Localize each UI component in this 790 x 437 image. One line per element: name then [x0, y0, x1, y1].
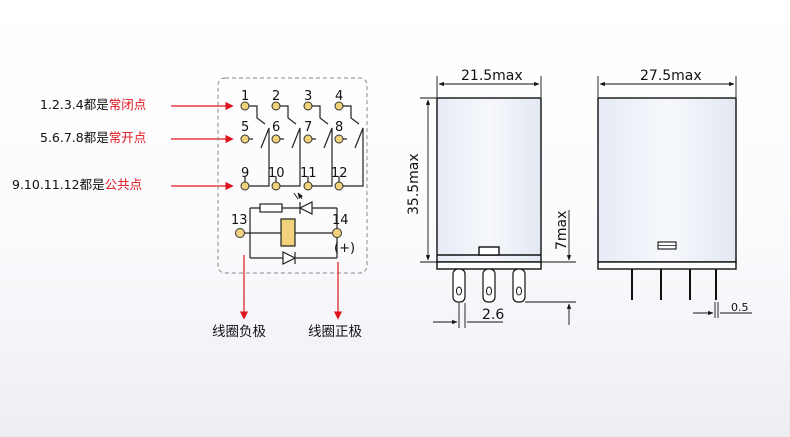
- pin-13-pad: [235, 228, 245, 238]
- side-pins: [631, 269, 717, 300]
- pin-3-label: 3: [304, 89, 312, 104]
- side-view: 27.5max 0.5: [597, 68, 752, 318]
- pin-9-label: 9: [241, 166, 249, 181]
- coil-negative-label: 线圈负极: [212, 324, 266, 340]
- side-width-dimension: 27.5max: [640, 68, 702, 84]
- no-pad-1: [240, 134, 250, 144]
- front-width-dimension: 21.5max: [461, 68, 523, 84]
- legend-row2: 5.6.7.8都是常开点: [40, 130, 146, 145]
- height-dimension: 35.5max: [406, 153, 422, 215]
- diode-symbol: [282, 251, 297, 265]
- front-body: [436, 97, 542, 263]
- no-pad-4: [334, 134, 344, 144]
- nc-pad-3: [303, 101, 313, 111]
- com-pad-4: [334, 181, 344, 191]
- side-body: [597, 97, 737, 263]
- nc-pad-1: [240, 101, 250, 111]
- com-pad-2: [271, 181, 281, 191]
- legend: 1.2.3.4都是常闭点 5.6.7.8都是常开点 9.10.11.12都是公共…: [12, 97, 234, 192]
- legend-row1: 1.2.3.4都是常闭点: [40, 97, 146, 112]
- pin-4-label: 4: [335, 89, 343, 104]
- pin-thickness-dimension: 0.5: [731, 301, 749, 314]
- no-pad-2: [271, 134, 281, 144]
- pin-8-label: 8: [335, 120, 343, 135]
- pin-1-label: 1: [241, 89, 249, 104]
- coil-symbol: [280, 218, 296, 247]
- nc-contact-4: [343, 105, 360, 125]
- front-view: 21.5max 35.5max 2.6 7max: [406, 68, 576, 328]
- com-arm-3: [307, 127, 333, 187]
- nc-contact-3: [312, 105, 329, 125]
- com-arm-4: [338, 127, 364, 187]
- pin-spacing-dimension: 2.6: [482, 307, 504, 323]
- pin-schematic: 1 2 3 4 5 6 7 8 9 10 11 12 13 14 (+): [217, 77, 368, 320]
- resistor-symbol: [259, 203, 283, 213]
- coil-positive-label: 线圈正极: [308, 324, 362, 340]
- pin-7-label: 7: [304, 120, 312, 135]
- pin-length-dimension: 7max: [554, 211, 570, 250]
- nc-pad-2: [271, 101, 281, 111]
- com-pad-3: [303, 181, 313, 191]
- contact-groups: [240, 101, 364, 191]
- pin-11-label: 11: [300, 166, 317, 181]
- pin-13-label: 13: [231, 213, 248, 228]
- coil-circuit: [235, 193, 342, 265]
- pin-5-label: 5: [241, 120, 249, 135]
- nc-pad-4: [334, 101, 344, 111]
- front-pins: [452, 268, 526, 303]
- no-pad-3: [303, 134, 313, 144]
- schematic-border: [217, 77, 368, 274]
- com-arm-2: [275, 127, 301, 187]
- pin-14-pad: [332, 228, 342, 238]
- led-symbol: [298, 201, 313, 215]
- pin-14-label: 14: [332, 213, 349, 228]
- plus-label: (+): [334, 241, 355, 256]
- pin-6-label: 6: [272, 120, 280, 135]
- legend-row3: 9.10.11.12都是公共点: [12, 177, 142, 192]
- pin-2-label: 2: [272, 89, 280, 104]
- nc-contact-2: [280, 105, 297, 125]
- com-arm-1: [244, 127, 270, 187]
- pin-10-label: 10: [268, 166, 285, 181]
- com-pad-1: [240, 181, 250, 191]
- nc-contact-1: [249, 105, 266, 125]
- pin-12-label: 12: [331, 166, 348, 181]
